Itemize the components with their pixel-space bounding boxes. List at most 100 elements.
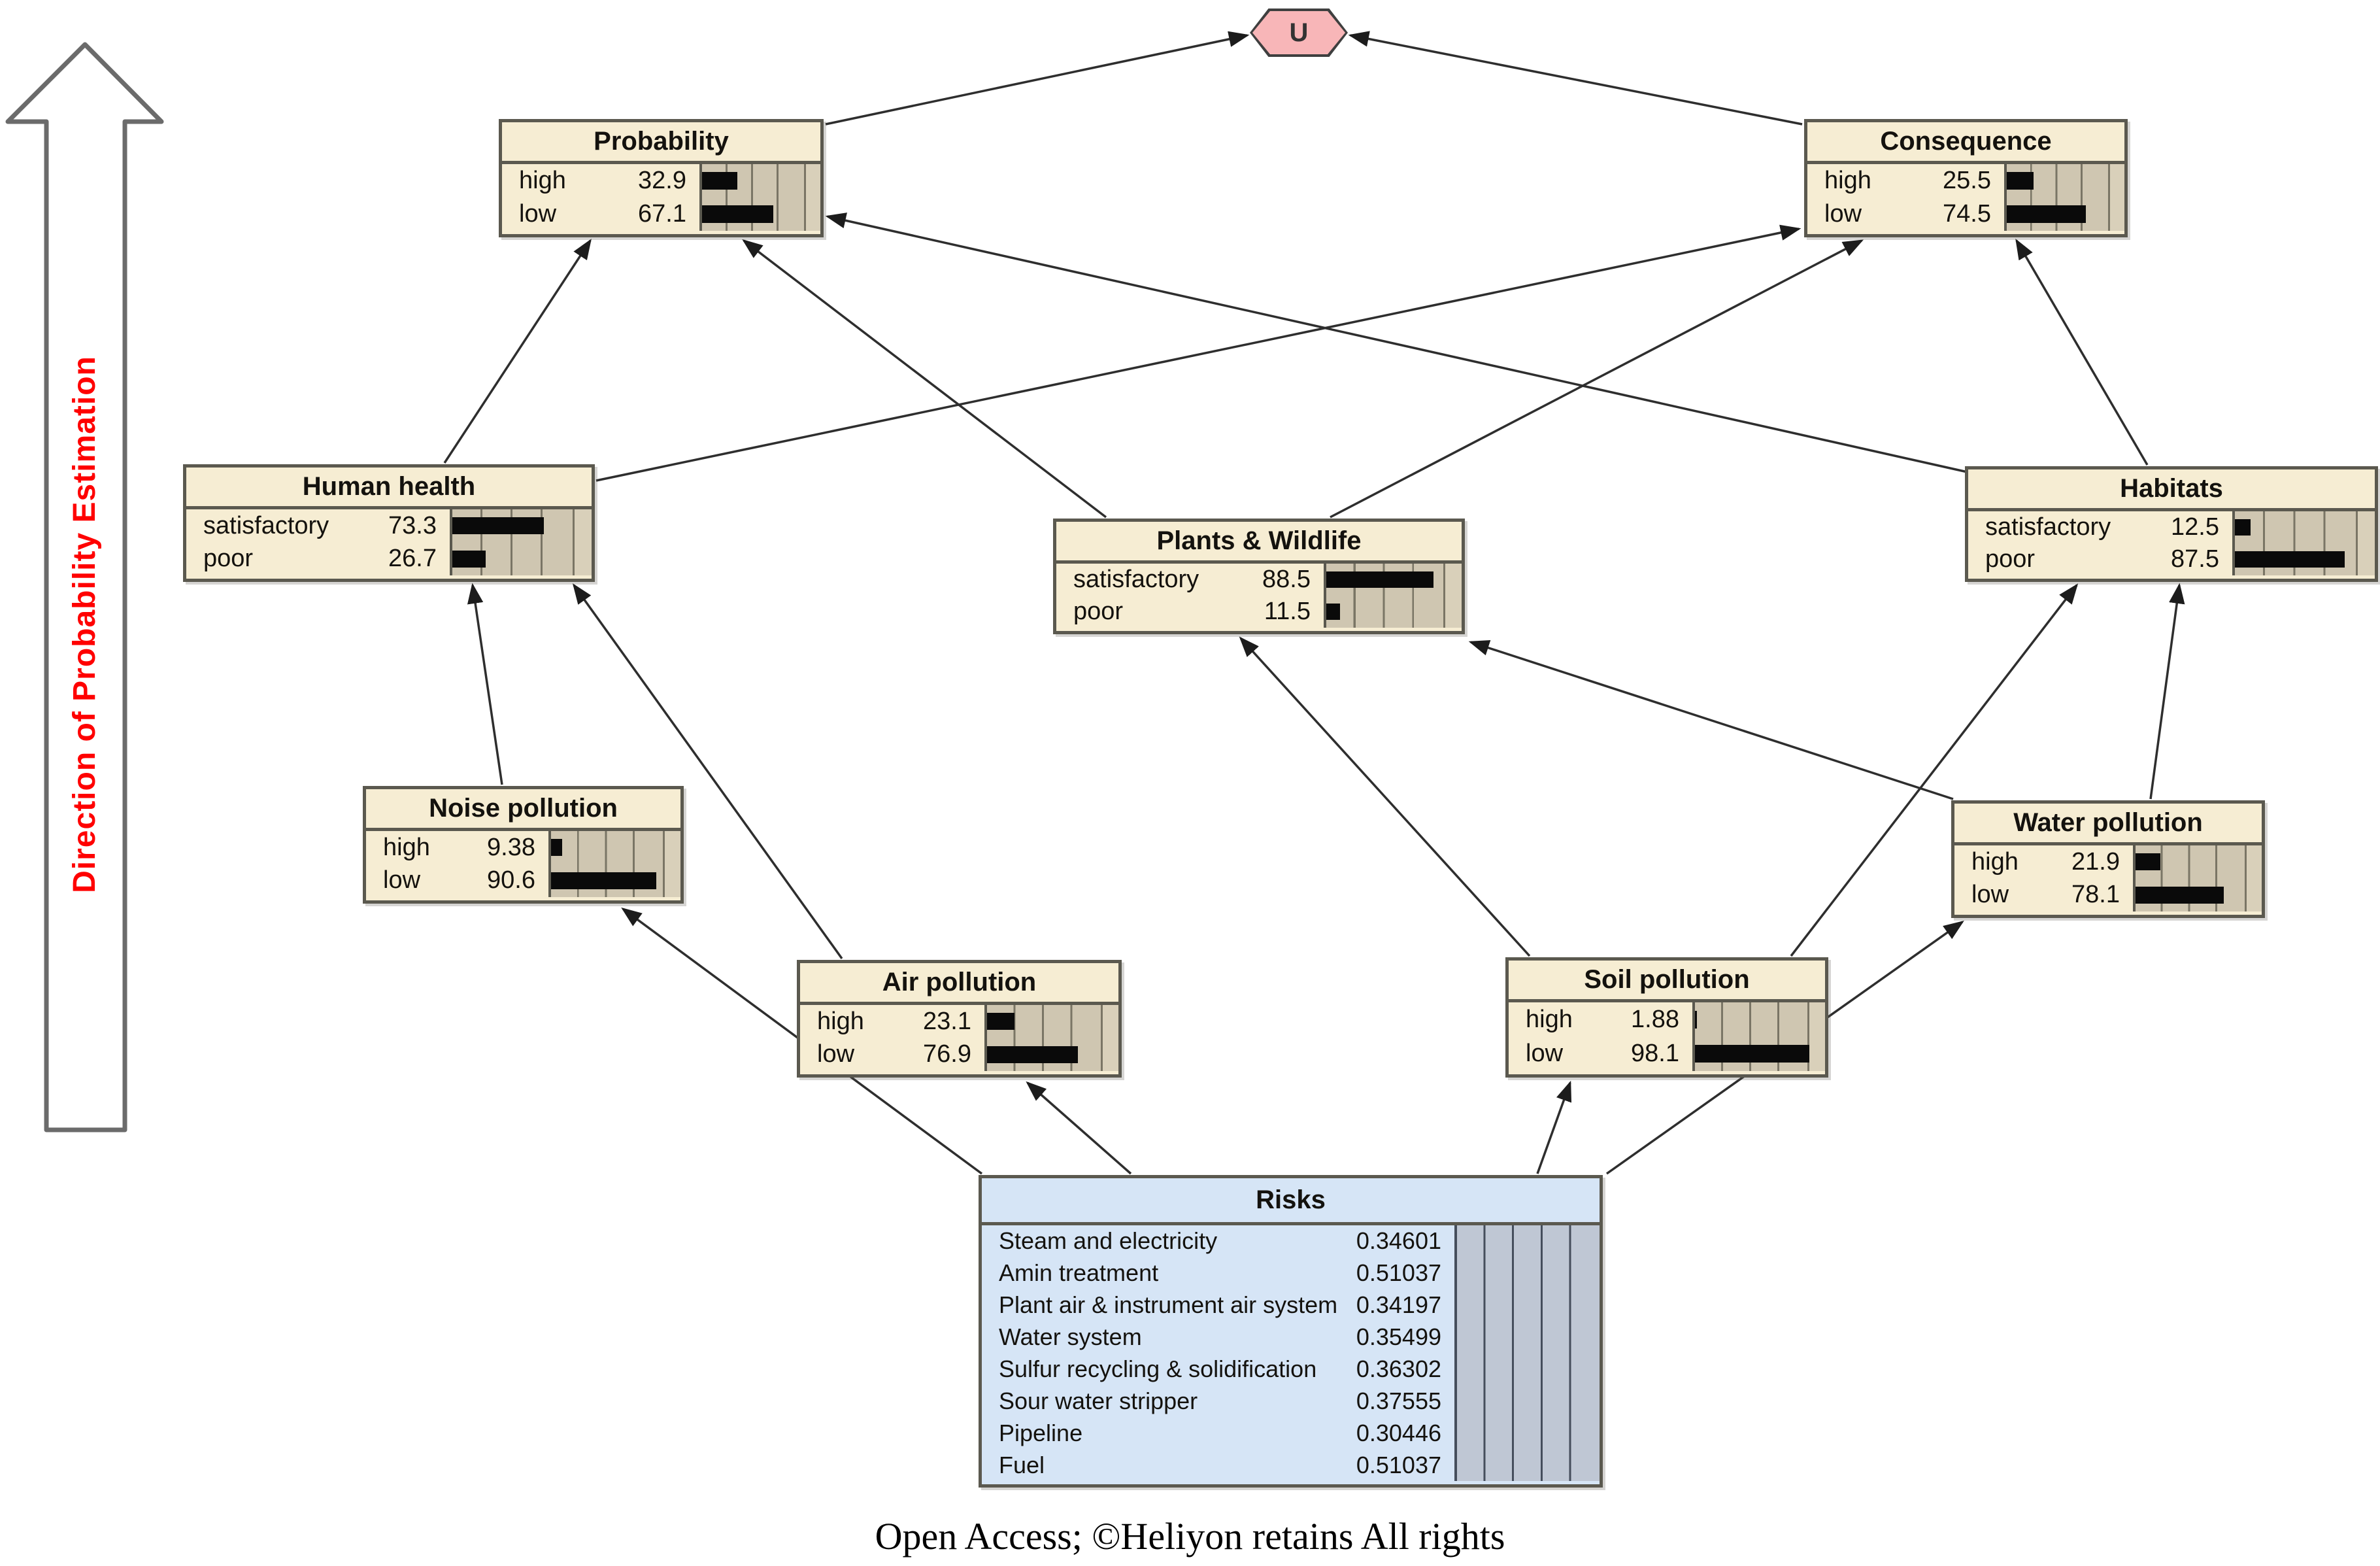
edge-plants_wildlife-to-probability (742, 239, 1107, 519)
state-label: Plant air & instrument air system (999, 1291, 1338, 1319)
node-title: Consequence (1807, 122, 2124, 164)
state-value: 12.5 (2171, 513, 2219, 541)
probability-bar (1326, 571, 1434, 588)
edge-risks-to-air_pollution (1026, 1081, 1132, 1175)
node-title: Human health (186, 468, 592, 509)
edge-soil_pollution-to-plants_wildlife (1239, 636, 1531, 957)
bar-grid (1457, 1225, 1600, 1481)
node-row: poor 11.5 (1056, 596, 1324, 628)
utility-node-u[interactable]: U (1250, 9, 1348, 57)
state-label: low (1971, 881, 2009, 909)
state-label: low (1526, 1040, 1564, 1068)
probability-bar (1326, 603, 1341, 621)
state-value: 0.34197 (1356, 1291, 1441, 1319)
probability-bar (2007, 172, 2034, 190)
state-label: high (519, 167, 566, 194)
state-value: 11.5 (1264, 598, 1311, 625)
state-value: 9.38 (487, 833, 535, 861)
state-label: satisfactory (1985, 513, 2111, 541)
state-value: 1.88 (1631, 1005, 1679, 1033)
probability-bar-track (1692, 1002, 1825, 1071)
node-row: Sour water stripper 0.37555 (982, 1385, 1454, 1417)
state-value: 90.6 (487, 866, 535, 894)
edge-habitats-to-consequence (2015, 238, 2149, 466)
edge-air_pollution-to-human_health (572, 583, 843, 960)
probability-bar (1695, 1045, 1810, 1063)
probability-bar (2235, 519, 2251, 536)
state-value: 76.9 (923, 1040, 971, 1068)
state-value: 0.37555 (1356, 1387, 1441, 1414)
direction-arrow (5, 42, 164, 1132)
state-label: Amin treatment (999, 1259, 1159, 1287)
node-row: satisfactory 88.5 (1056, 564, 1324, 596)
edge-habitats-to-probability (825, 213, 1968, 473)
edge-plants_wildlife-to-consequence (1330, 239, 1864, 519)
state-value: 23.1 (923, 1007, 971, 1035)
node-row: satisfactory 12.5 (1968, 511, 2232, 543)
state-label: high (1526, 1005, 1573, 1033)
edge-noise_pollution-to-human_health (467, 583, 503, 785)
state-label: Water system (999, 1323, 1142, 1351)
node-title: Noise pollution (366, 789, 680, 831)
state-value: 98.1 (1631, 1040, 1679, 1068)
state-label: poor (1073, 598, 1124, 625)
probability-bar (551, 872, 657, 889)
node-row: high 21.9 (1954, 845, 2133, 879)
probability-bar (2007, 205, 2086, 223)
node-row: low 98.1 (1509, 1037, 1692, 1072)
state-label: satisfactory (1073, 566, 1199, 593)
state-value: 0.36302 (1356, 1355, 1441, 1382)
state-value: 32.9 (638, 167, 686, 194)
state-value: 73.3 (388, 511, 437, 539)
state-label: Sulfur recycling & solidification (999, 1355, 1317, 1382)
state-label: poor (1985, 545, 2036, 573)
node-row: Amin treatment 0.51037 (982, 1257, 1454, 1289)
probability-bar-track (450, 509, 592, 575)
probability-bar-track (2004, 164, 2124, 231)
probability-bar (702, 205, 774, 223)
node-title: Air pollution (800, 963, 1118, 1005)
state-label: high (383, 833, 430, 861)
probability-bar (2136, 886, 2224, 904)
probability-bar (987, 1046, 1078, 1063)
probability-bar-track (2133, 845, 2262, 911)
state-label: low (519, 200, 557, 228)
state-value: 21.9 (2071, 847, 2120, 876)
state-value: 88.5 (1262, 566, 1311, 593)
state-label: satisfactory (203, 511, 329, 539)
state-value: 26.7 (388, 545, 437, 573)
state-label: Sour water stripper (999, 1387, 1198, 1414)
edge-probability-to-u (825, 31, 1250, 126)
state-label: Steam and electricity (999, 1227, 1218, 1255)
node-title: Plants & Wildlife (1056, 522, 1462, 564)
edge-soil_pollution-to-habitats (1790, 583, 2079, 957)
probability-bar-track (984, 1005, 1118, 1071)
figure-caption: Open Access; ©Heliyon retains All rights (875, 1515, 1505, 1557)
node-row: high 9.38 (366, 831, 548, 864)
node-row: Sulfur recycling & solidification 0.36302 (982, 1353, 1454, 1386)
state-value: 0.51037 (1356, 1259, 1441, 1287)
state-label: high (1971, 847, 2019, 876)
probability-bar (2136, 853, 2160, 871)
state-label: Pipeline (999, 1419, 1083, 1446)
edge-human_health-to-consequence (595, 224, 1802, 482)
